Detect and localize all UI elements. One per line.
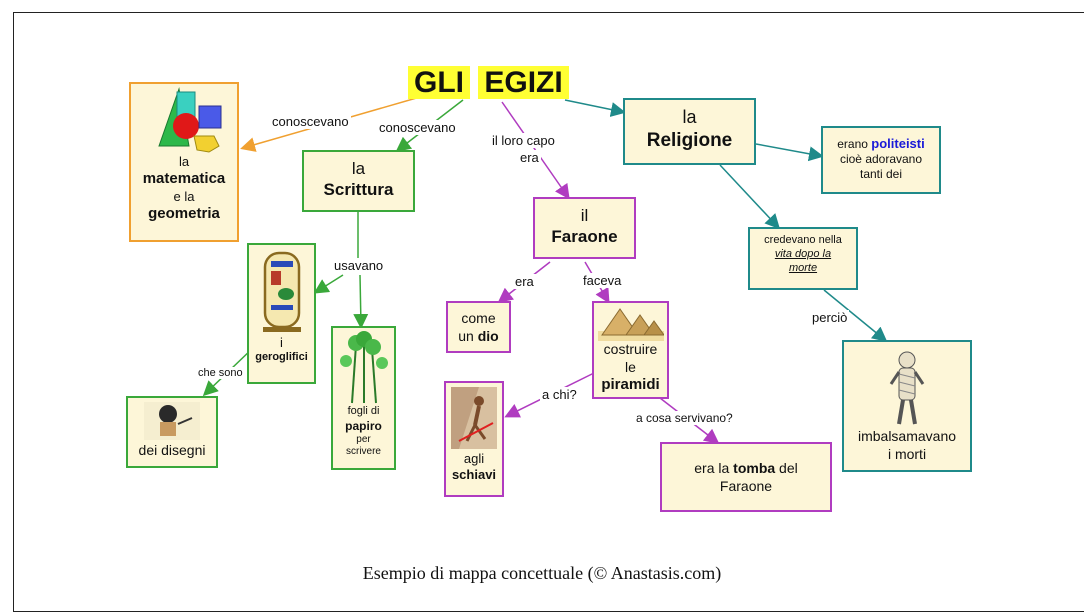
scribe-drawing-icon	[144, 402, 200, 440]
figure-caption: Esempio di mappa concettuale (© Anastasi…	[362, 563, 722, 583]
node-schiavi: agli schiavi	[444, 381, 504, 497]
node-tomba: era la tomba del Faraone	[660, 442, 832, 512]
papyrus-plant-icon	[339, 331, 388, 404]
node-scrittura: la Scrittura	[302, 150, 415, 212]
arrow-to-politeisti	[755, 143, 824, 162]
politeisti-part2: politeisti	[871, 136, 925, 151]
slave-climbing-icon	[451, 387, 497, 449]
tomba-line1: era la tomba del	[662, 460, 830, 478]
page-title: GLI EGIZI	[408, 66, 569, 100]
arrow-to-religione	[564, 99, 626, 117]
arrow-to-geroglifici	[313, 274, 344, 294]
dio-line2-b: dio	[477, 327, 499, 344]
link-label-era: era	[513, 274, 536, 289]
link-label-usavano: usavano	[332, 258, 386, 273]
link-label-faceva: faceva	[581, 273, 624, 288]
religione-line1: la	[682, 107, 697, 127]
politeisti-part1: erano	[837, 137, 872, 151]
tomba-part1: era la	[694, 460, 734, 476]
vita-line3: morte	[788, 261, 818, 274]
tomba-part3: del	[775, 460, 798, 476]
papiro-line2: papiro	[345, 418, 382, 433]
geroglifici-line2: geroglifici	[255, 351, 308, 364]
politeisti-line1: erano politeisti	[823, 136, 939, 152]
dio-line1: come	[461, 310, 496, 326]
link-label-che-sono: che sono	[196, 367, 245, 379]
geometric-solids-icon	[158, 87, 222, 153]
title-word-egizi: EGIZI	[478, 66, 569, 99]
node-dio: come un dio	[446, 301, 511, 353]
tomba-line2: Faraone	[719, 477, 773, 494]
papiro-line4: scrivere	[345, 446, 381, 458]
tomba-part2: tomba	[733, 460, 776, 476]
geroglifici-line1: i	[280, 335, 283, 350]
piramidi-line1: costruire	[603, 341, 658, 357]
faraone-line2: Faraone	[551, 227, 618, 247]
arrow-to-papiro	[353, 274, 369, 329]
scrittura-line2: Scrittura	[323, 180, 394, 200]
cartouche-icon	[262, 251, 301, 332]
matematica-line3: e la	[173, 189, 195, 204]
matematica-line2: matematica	[142, 170, 226, 188]
matematica-line4: geometria	[148, 205, 220, 223]
link-label-era-top: era	[518, 150, 541, 165]
matematica-line1: la	[178, 154, 190, 169]
link-label-conoscevano-1: conoscevano	[270, 114, 351, 129]
vita-line1: credevano nella	[764, 234, 842, 246]
piramidi-line3: piramidi	[601, 376, 660, 393]
link-label-a-chi: a chi?	[540, 387, 579, 402]
node-papiro: fogli di papiro per scrivere	[331, 326, 396, 470]
mummy-icon	[889, 351, 925, 425]
link-label-a-cosa: a cosa servivano?	[634, 411, 735, 425]
link-label-conoscevano-2: conoscevano	[377, 120, 458, 135]
dio-line2: un dio	[448, 328, 509, 346]
dio-line2-a: un	[458, 327, 478, 344]
politeisti-line3: tanti dei	[859, 167, 903, 182]
faraone-line1: il	[580, 206, 589, 225]
link-label-percio: perciò	[810, 310, 850, 325]
link-label-loro-capo: il loro capo	[490, 133, 557, 148]
arrow-to-faraone	[501, 101, 570, 200]
connector-arrows	[202, 96, 888, 444]
node-politeisti: erano politeisti cioè adoravano tanti de…	[821, 126, 941, 194]
node-vita: credevano nella vita dopo la morte	[748, 227, 858, 290]
papiro-line3: per	[356, 433, 371, 445]
node-religione: la Religione	[623, 98, 756, 165]
piramidi-line2: le	[625, 358, 636, 375]
node-matematica: la matematica e la geometria	[129, 82, 239, 242]
disegni-text: dei disegni	[138, 442, 206, 458]
scrittura-line1: la	[351, 159, 366, 178]
imbalsamavano-line2: i morti	[887, 445, 927, 462]
title-word-gli: GLI	[408, 66, 470, 99]
imbalsamavano-line1: imbalsamavano	[857, 428, 957, 444]
node-imbalsamavano: imbalsamavano i morti	[842, 340, 972, 472]
node-faraone: il Faraone	[533, 197, 636, 259]
papiro-line1: fogli di	[347, 405, 380, 417]
node-piramidi: costruire le piramidi	[592, 301, 669, 399]
arrow-to-vita	[719, 164, 781, 230]
pyramids-icon	[597, 308, 664, 341]
schiavi-line2: schiavi	[451, 467, 497, 483]
politeisti-line2: cioè adoravano	[839, 152, 923, 167]
node-geroglifici: i geroglifici	[247, 243, 316, 384]
religione-line2: Religione	[646, 129, 733, 151]
vita-line2: vita dopo la	[774, 247, 832, 260]
node-disegni: dei disegni	[126, 396, 218, 468]
schiavi-line1: agli	[463, 451, 485, 466]
arrow-to-imbalsamavano	[823, 289, 888, 342]
